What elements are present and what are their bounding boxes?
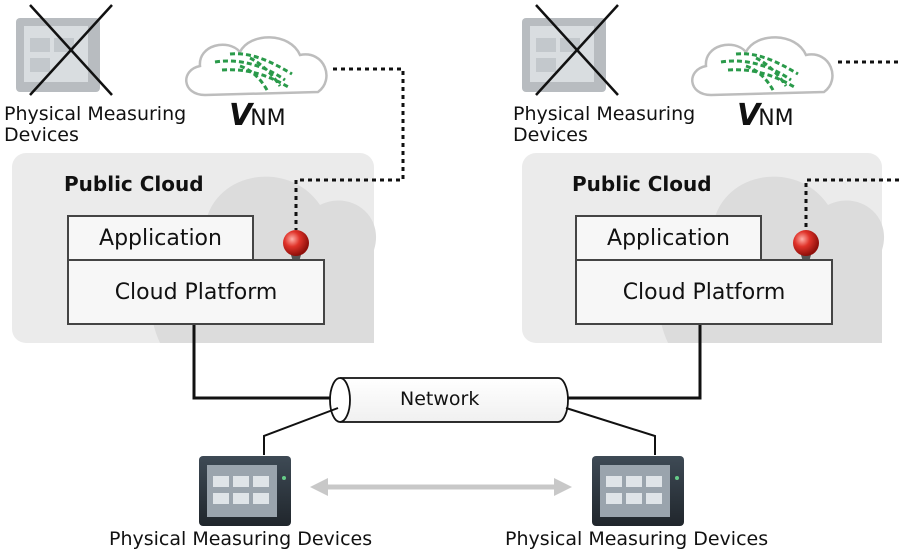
device-link-right [565, 407, 656, 455]
bottom-left-device-label: Physical Measuring Devices [109, 528, 373, 550]
crossed-device-label-line1: Physical Measuring [4, 103, 187, 125]
crossed-device-label-line2: Devices [513, 124, 588, 146]
device-icon [592, 456, 684, 526]
double-arrow [310, 478, 572, 496]
vnm-logo-suffix: NM [250, 106, 286, 131]
crossed-device-icon [522, 4, 619, 96]
vnm-logo: VNM [229, 98, 286, 133]
bottom-right-device-label: Physical Measuring Devices [505, 528, 769, 550]
cloud-platform-box: Cloud Platform [575, 259, 833, 325]
application-box: Application [67, 215, 254, 261]
crossed-device-label: Physical Measuring Devices [513, 104, 695, 146]
left-network-link [192, 323, 333, 400]
vnm-cloud-icon [691, 36, 834, 97]
crossed-device-label: Physical Measuring Devices [4, 104, 186, 146]
vnm-logo-letter: V [229, 98, 252, 133]
right-network-link [568, 323, 702, 400]
vnm-cloud-icon [185, 36, 328, 97]
crossed-device-label-line2: Devices [4, 124, 79, 146]
public-cloud-title: Public Cloud [64, 172, 204, 196]
dotted-connector [294, 67, 405, 230]
right-panel [522, 4, 899, 400]
device-link-left [263, 407, 339, 455]
cloud-platform-box: Cloud Platform [67, 259, 325, 325]
application-box: Application [575, 215, 762, 261]
network-tube [329, 377, 569, 423]
device-icon [199, 456, 291, 526]
crossed-device-icon [16, 4, 113, 96]
vnm-logo-suffix: NM [758, 106, 794, 131]
crossed-device-label-line1: Physical Measuring [513, 103, 696, 125]
left-panel [12, 4, 405, 400]
vnm-logo: VNM [737, 98, 794, 133]
public-cloud-title: Public Cloud [572, 172, 712, 196]
vnm-logo-letter: V [737, 98, 760, 133]
network-label: Network [400, 388, 480, 410]
